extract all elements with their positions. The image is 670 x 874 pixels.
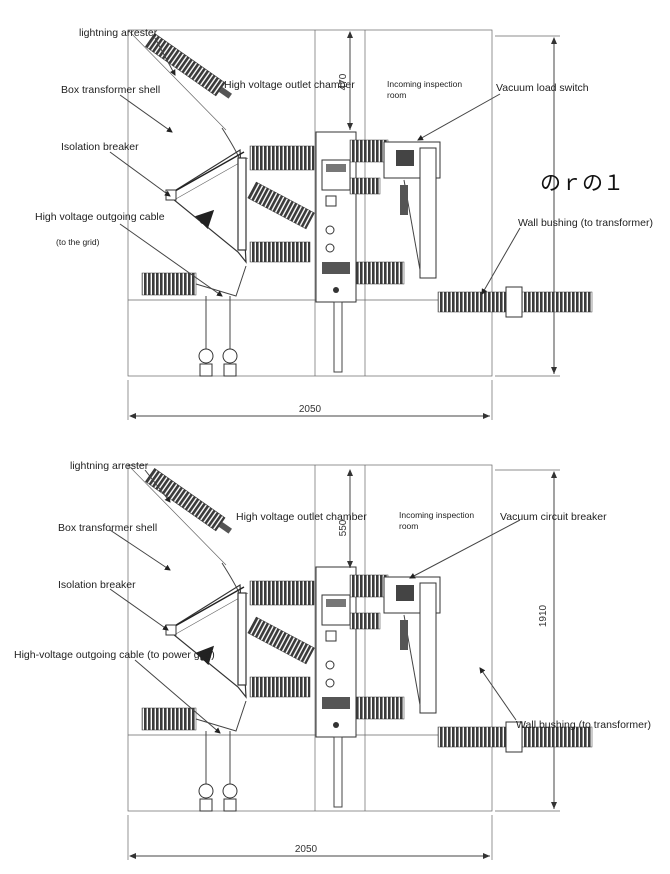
label-wall-bushing: Wall bushing (to transformer) [516,719,651,731]
diagram-bottom: 2050 550 1910 lightning arrester Box tra… [14,460,651,860]
height-dimension: 1910 [538,604,549,627]
diagram-top: 2050 470 lightning arrester Box transfor… [35,27,653,420]
width-dimension: 2050 [299,404,322,415]
label-outgoing-cable-sub: (to the grid) [56,237,100,247]
chamber-height-dimension: 470 [338,73,349,90]
label-lightning-arrester: lightning arrester [79,27,158,39]
label-outlet-chamber: High voltage outlet chamber [236,511,367,523]
label-outgoing-cable: High voltage outgoing cable [35,211,165,223]
label-box-shell: Box transformer shell [58,522,157,534]
chamber-height-dimension: 550 [338,519,349,536]
label-isolation-breaker: Isolation breaker [61,141,139,153]
overlay-text: のｒの１ [540,171,624,195]
label-switch: Vacuum load switch [496,82,589,94]
width-dimension: 2050 [295,844,318,855]
label-inspection-room-line1: Incoming inspection [387,79,462,89]
label-outlet-chamber: High voltage outlet chamber [224,79,355,91]
label-box-shell: Box transformer shell [61,84,160,96]
label-inspection-room-line2: room [399,521,418,531]
label-switch: Vacuum circuit breaker [500,511,607,523]
label-wall-bushing: Wall bushing (to transformer) [518,217,653,229]
label-outgoing-cable: High-voltage outgoing cable (to power gr… [14,649,215,661]
label-lightning-arrester: lightning arrester [70,460,149,472]
label-inspection-room-line2: room [387,90,406,100]
label-inspection-room-line1: Incoming inspection [399,510,474,520]
label-isolation-breaker: Isolation breaker [58,579,136,591]
